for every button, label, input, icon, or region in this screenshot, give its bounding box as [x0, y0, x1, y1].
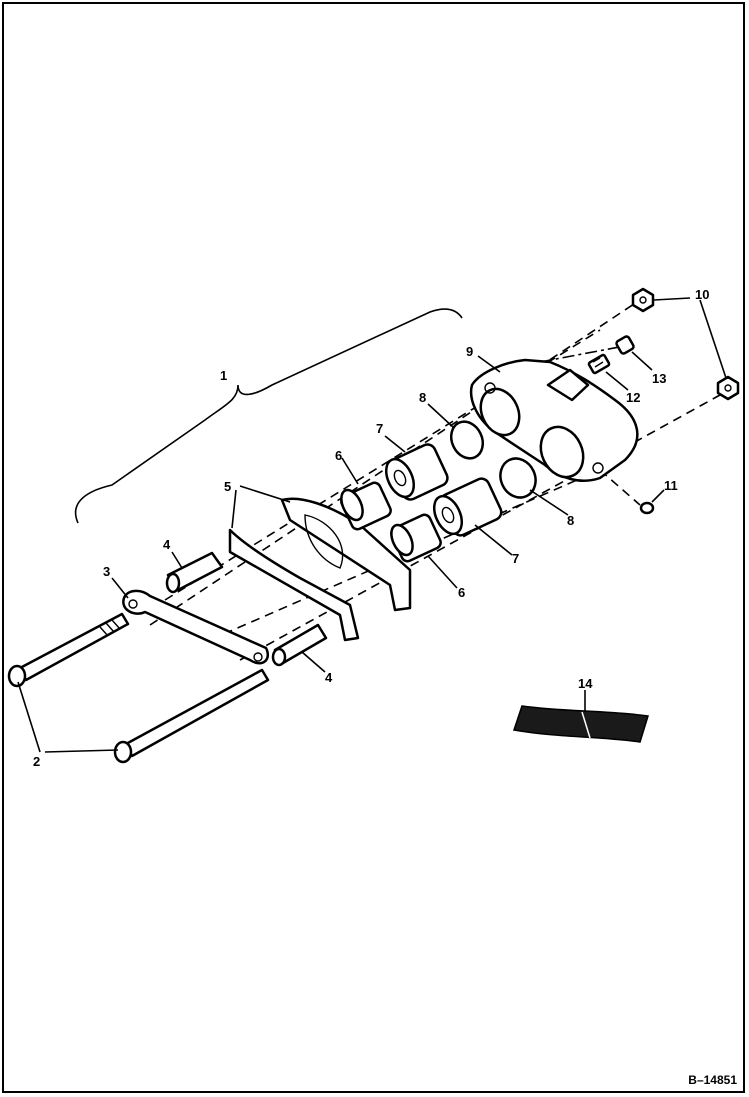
callout-10: 10 — [695, 287, 709, 302]
seal-upper — [384, 443, 449, 501]
assembly-brace — [74, 308, 463, 524]
callout-6-upper: 6 — [335, 448, 342, 463]
figure-number: B–14851 — [688, 1073, 737, 1087]
callout-14: 14 — [578, 676, 593, 691]
callout-8-upper: 8 — [419, 390, 426, 405]
callout-9: 9 — [466, 344, 473, 359]
decal — [513, 705, 649, 743]
brake-pad-front — [280, 497, 412, 612]
plug — [639, 501, 655, 515]
callout-8-lower: 8 — [567, 513, 574, 528]
o-ring-lower — [499, 457, 537, 499]
bolt-lower — [113, 668, 270, 764]
link-plate — [122, 589, 269, 665]
pin-upper — [165, 551, 224, 594]
callout-2: 2 — [33, 754, 40, 769]
piston-upper — [340, 481, 392, 531]
piston-lower — [390, 513, 442, 563]
callout-13: 13 — [652, 371, 666, 386]
seal-lower — [432, 477, 503, 537]
callout-5: 5 — [224, 479, 231, 494]
bolt-upper — [7, 612, 130, 688]
o-ring-upper — [449, 420, 485, 460]
caliper-housing — [469, 358, 639, 482]
bleeder-fitting — [587, 353, 611, 375]
callout-4-lower: 4 — [325, 670, 333, 685]
brake-pad-rear — [228, 528, 360, 642]
callout-12: 12 — [626, 390, 640, 405]
callout-1: 1 — [220, 368, 227, 383]
bleeder-cap — [615, 335, 635, 355]
callout-3: 3 — [103, 564, 110, 579]
callout-4-upper: 4 — [163, 537, 171, 552]
nut-upper — [631, 287, 655, 313]
callout-6-lower: 6 — [458, 585, 465, 600]
nut-lower — [716, 375, 740, 401]
pin-lower — [271, 623, 328, 667]
callout-11: 11 — [664, 478, 678, 493]
leader-lines — [17, 297, 727, 753]
callout-7-upper: 7 — [376, 421, 383, 436]
callout-7-lower: 7 — [512, 551, 519, 566]
